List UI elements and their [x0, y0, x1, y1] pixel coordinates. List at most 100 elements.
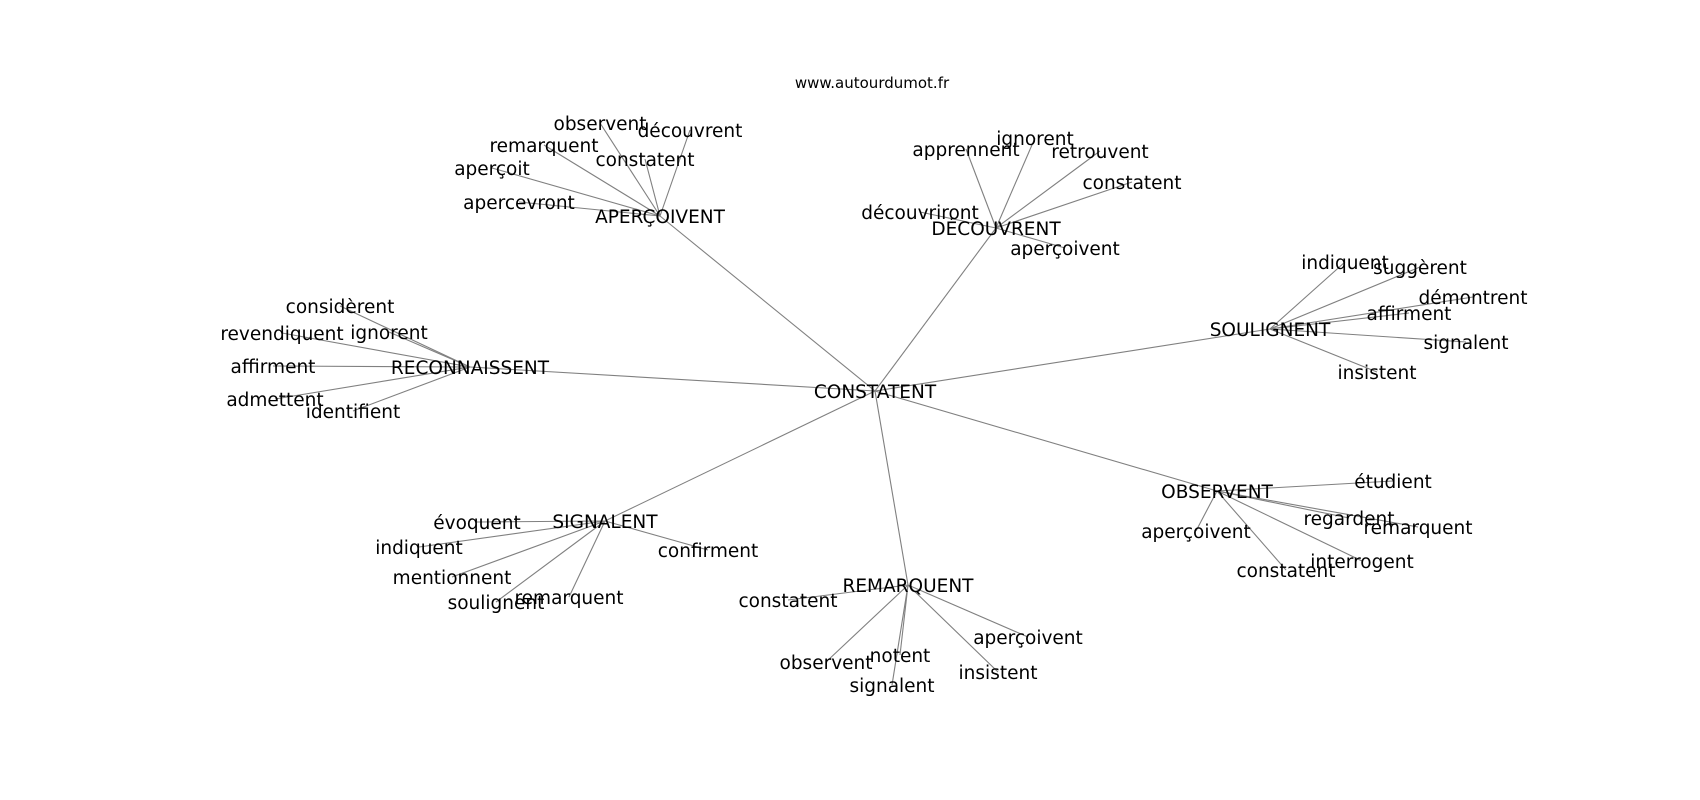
- related-word: interrogent: [1310, 552, 1413, 573]
- hub-edge: [874, 328, 1271, 392]
- word-edge: [388, 331, 471, 368]
- related-word: identifient: [306, 402, 400, 423]
- related-word: constatent: [1236, 561, 1335, 582]
- related-word: évoquent: [433, 513, 520, 534]
- related-word: constatent: [595, 150, 694, 171]
- word-edge: [1269, 266, 1421, 330]
- related-word: signalent: [1423, 333, 1508, 354]
- related-word: regardent: [1303, 509, 1394, 530]
- related-word: aperçoit: [454, 159, 530, 180]
- word-edge: [568, 520, 606, 598]
- related-word: démontrent: [1418, 288, 1527, 309]
- related-word: affirment: [1367, 304, 1452, 325]
- word-edge: [995, 150, 1101, 229]
- cluster-word: APERÇOIVENT: [595, 207, 726, 228]
- hub-edge: [659, 215, 876, 392]
- word-edge: [1216, 480, 1394, 492]
- word-edge: [1269, 328, 1467, 343]
- related-word: indiquent: [375, 538, 463, 559]
- word-edge: [418, 520, 606, 548]
- related-word: soulignent: [448, 593, 545, 614]
- graph-labels: CONSTATENT observentdécouvrentremarquent…: [220, 114, 1527, 697]
- hub-edge: [469, 366, 876, 392]
- site-url: www.autourdumot.fr: [795, 74, 950, 92]
- word-edge: [965, 148, 997, 229]
- related-word: considèrent: [286, 297, 395, 318]
- word-edge: [891, 584, 909, 686]
- cluster-word: RECONNAISSENT: [391, 358, 550, 379]
- related-word: découvrent: [638, 121, 743, 142]
- word-edge: [339, 305, 471, 368]
- word-edge: [274, 366, 471, 400]
- related-word: aperçoivent: [1010, 239, 1120, 260]
- word-edge: [825, 584, 909, 663]
- related-word: insistent: [959, 663, 1038, 684]
- hub-edge: [874, 390, 1218, 492]
- cluster-word: SIGNALENT: [552, 512, 658, 533]
- word-edge: [644, 158, 661, 217]
- word-edge: [476, 520, 606, 523]
- word-edge: [907, 584, 1029, 638]
- related-word: constatent: [1082, 173, 1181, 194]
- word-edge: [1269, 261, 1346, 330]
- related-word: constatent: [738, 591, 837, 612]
- cluster-word: REMARQUENT: [843, 576, 975, 597]
- word-edge: [659, 129, 691, 217]
- word-edge: [604, 520, 709, 551]
- hub-edge: [874, 390, 909, 586]
- hub-edge: [874, 227, 997, 392]
- related-word: revendiquent: [220, 324, 343, 345]
- related-word: insistent: [1338, 363, 1417, 384]
- word-edge: [995, 181, 1133, 229]
- graph-edges: [272, 122, 1474, 686]
- word-edge: [995, 227, 1066, 249]
- related-word: mentionnent: [393, 568, 512, 589]
- related-word: apprennent: [912, 140, 1019, 161]
- related-word: confirment: [658, 541, 759, 562]
- word-edge: [919, 211, 997, 229]
- word-edge: [281, 332, 471, 368]
- related-word: étudient: [1354, 472, 1432, 493]
- word-edge: [1216, 490, 1350, 519]
- related-word: retrouvent: [1051, 142, 1148, 163]
- center-word: CONSTATENT: [814, 382, 937, 403]
- word-edge: [599, 122, 661, 217]
- related-word: remarquent: [489, 136, 598, 157]
- word-edge: [491, 167, 661, 217]
- related-word: remarquent: [1363, 518, 1472, 539]
- cluster-word: SOULIGNENT: [1210, 320, 1331, 341]
- related-word: admettent: [226, 390, 323, 411]
- word-edge: [543, 144, 661, 217]
- word-edge: [1216, 490, 1287, 571]
- related-word: apercevront: [463, 193, 575, 214]
- word-edge: [518, 201, 661, 217]
- related-word: notent: [870, 646, 931, 667]
- related-word: ignorent: [350, 323, 428, 344]
- related-word: observent: [780, 653, 873, 674]
- word-edge: [272, 365, 471, 368]
- related-word: indiquent: [1301, 253, 1389, 274]
- word-edge: [787, 584, 909, 601]
- related-word: remarquent: [514, 588, 623, 609]
- related-word: observent: [554, 114, 647, 135]
- related-word: signalent: [849, 676, 934, 697]
- word-edge: [352, 366, 471, 412]
- related-word: affirment: [231, 357, 316, 378]
- hub-edge: [604, 390, 876, 522]
- related-word: ignorent: [996, 129, 1074, 150]
- word-edge: [1195, 490, 1218, 532]
- related-word: découvriront: [861, 203, 979, 224]
- related-word: suggèrent: [1373, 258, 1467, 279]
- word-edge: [995, 137, 1036, 229]
- word-edge: [451, 520, 606, 578]
- word-edge: [1216, 490, 1363, 562]
- word-edge: [1216, 490, 1419, 528]
- word-edge: [1269, 328, 1378, 373]
- word-edge: [1269, 312, 1410, 330]
- related-word: aperçoivent: [1141, 522, 1251, 543]
- word-edge: [907, 584, 999, 673]
- word-edge: [495, 520, 606, 603]
- cluster-word: DÉCOUVRENT: [931, 218, 1061, 240]
- word-edge: [1269, 296, 1474, 330]
